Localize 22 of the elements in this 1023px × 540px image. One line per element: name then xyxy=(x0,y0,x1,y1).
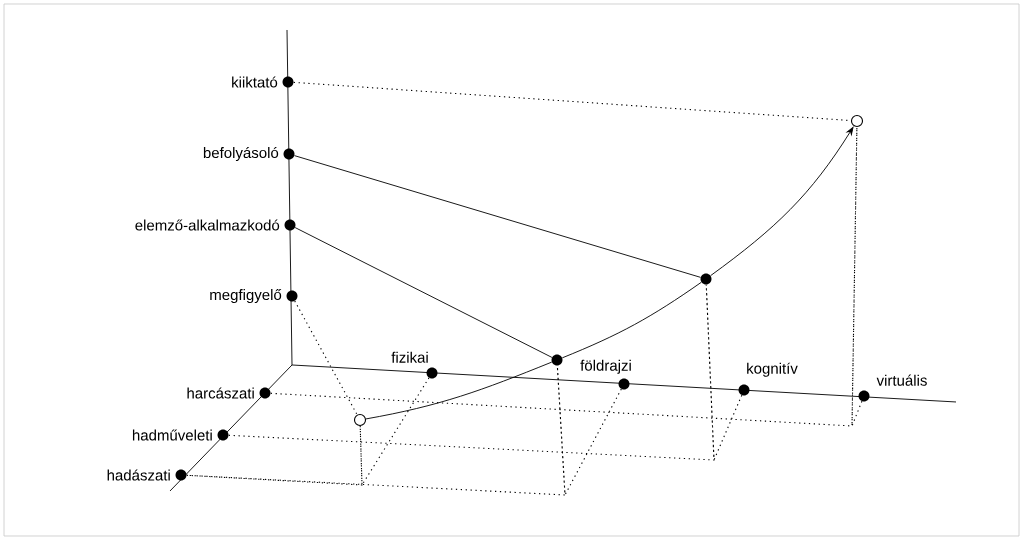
axis-label: kognitív xyxy=(747,362,798,377)
projection-line xyxy=(293,81,852,122)
axis-label: virtuális xyxy=(876,374,927,386)
connector-line xyxy=(365,361,553,420)
axis-label: földrajzi xyxy=(580,359,631,374)
projection-line xyxy=(294,300,358,416)
axis-label: hadászati xyxy=(107,469,170,481)
axis-label: fizikai xyxy=(391,351,428,363)
point-marker xyxy=(700,273,712,285)
projection-line xyxy=(270,126,858,427)
connector-line xyxy=(294,227,553,358)
axis-label: megfigyelő xyxy=(210,288,282,304)
point-marker xyxy=(551,354,563,366)
axis-label: elemző-alkalmazkodó xyxy=(135,219,280,231)
projection-line xyxy=(359,377,430,487)
axis-label: hadműveleti xyxy=(132,429,212,441)
connector-line xyxy=(294,155,701,278)
arrow xyxy=(710,126,854,277)
connector-line xyxy=(561,281,702,359)
axis-label: kiiktató xyxy=(232,76,278,88)
axis-label: befolyásoló xyxy=(203,146,279,162)
axis-label: harcászati xyxy=(187,387,254,399)
